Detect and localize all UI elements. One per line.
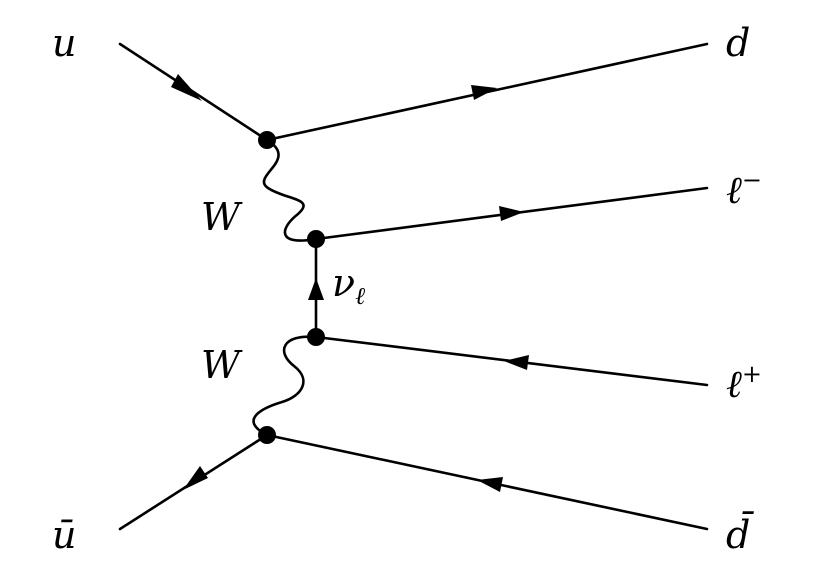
label-lepton-plus: ℓ+: [726, 360, 762, 406]
w-boson-lower: [252, 335, 318, 437]
lepton-minus-charge: −: [742, 166, 762, 194]
ubar-quark-arrow: [183, 466, 208, 490]
label-lepton-minus: ℓ−: [726, 166, 762, 212]
lepton-minus-arrow: [499, 206, 524, 221]
label-neutrino: νℓ: [332, 261, 365, 310]
label-ubar: ū: [52, 513, 76, 557]
lepton-plus-arrow: [504, 355, 529, 370]
w-boson-upper: [262, 138, 318, 242]
lepton-plus-symbol: ℓ: [726, 362, 742, 406]
neutrino-symbol: ν: [332, 261, 355, 305]
vertex-bottom: [258, 426, 276, 444]
vertex-top: [258, 131, 276, 149]
dbar-quark-arrow: [477, 477, 503, 492]
neutrino-subscript: ℓ: [355, 282, 365, 310]
d-quark-arrow: [471, 85, 497, 100]
label-u: u: [52, 21, 76, 65]
vertex-upper-middle: [307, 230, 325, 248]
lepton-minus-symbol: ℓ: [726, 168, 742, 212]
u-quark-arrow: [171, 74, 202, 101]
neutrino-arrow: [308, 278, 324, 300]
vertex-lower-middle: [307, 328, 325, 346]
label-dbar: d̄: [726, 512, 755, 557]
lepton-plus-charge: +: [742, 360, 762, 388]
label-d: d: [726, 21, 750, 65]
label-w-lower: W: [201, 343, 243, 387]
label-w-upper: W: [201, 195, 243, 239]
